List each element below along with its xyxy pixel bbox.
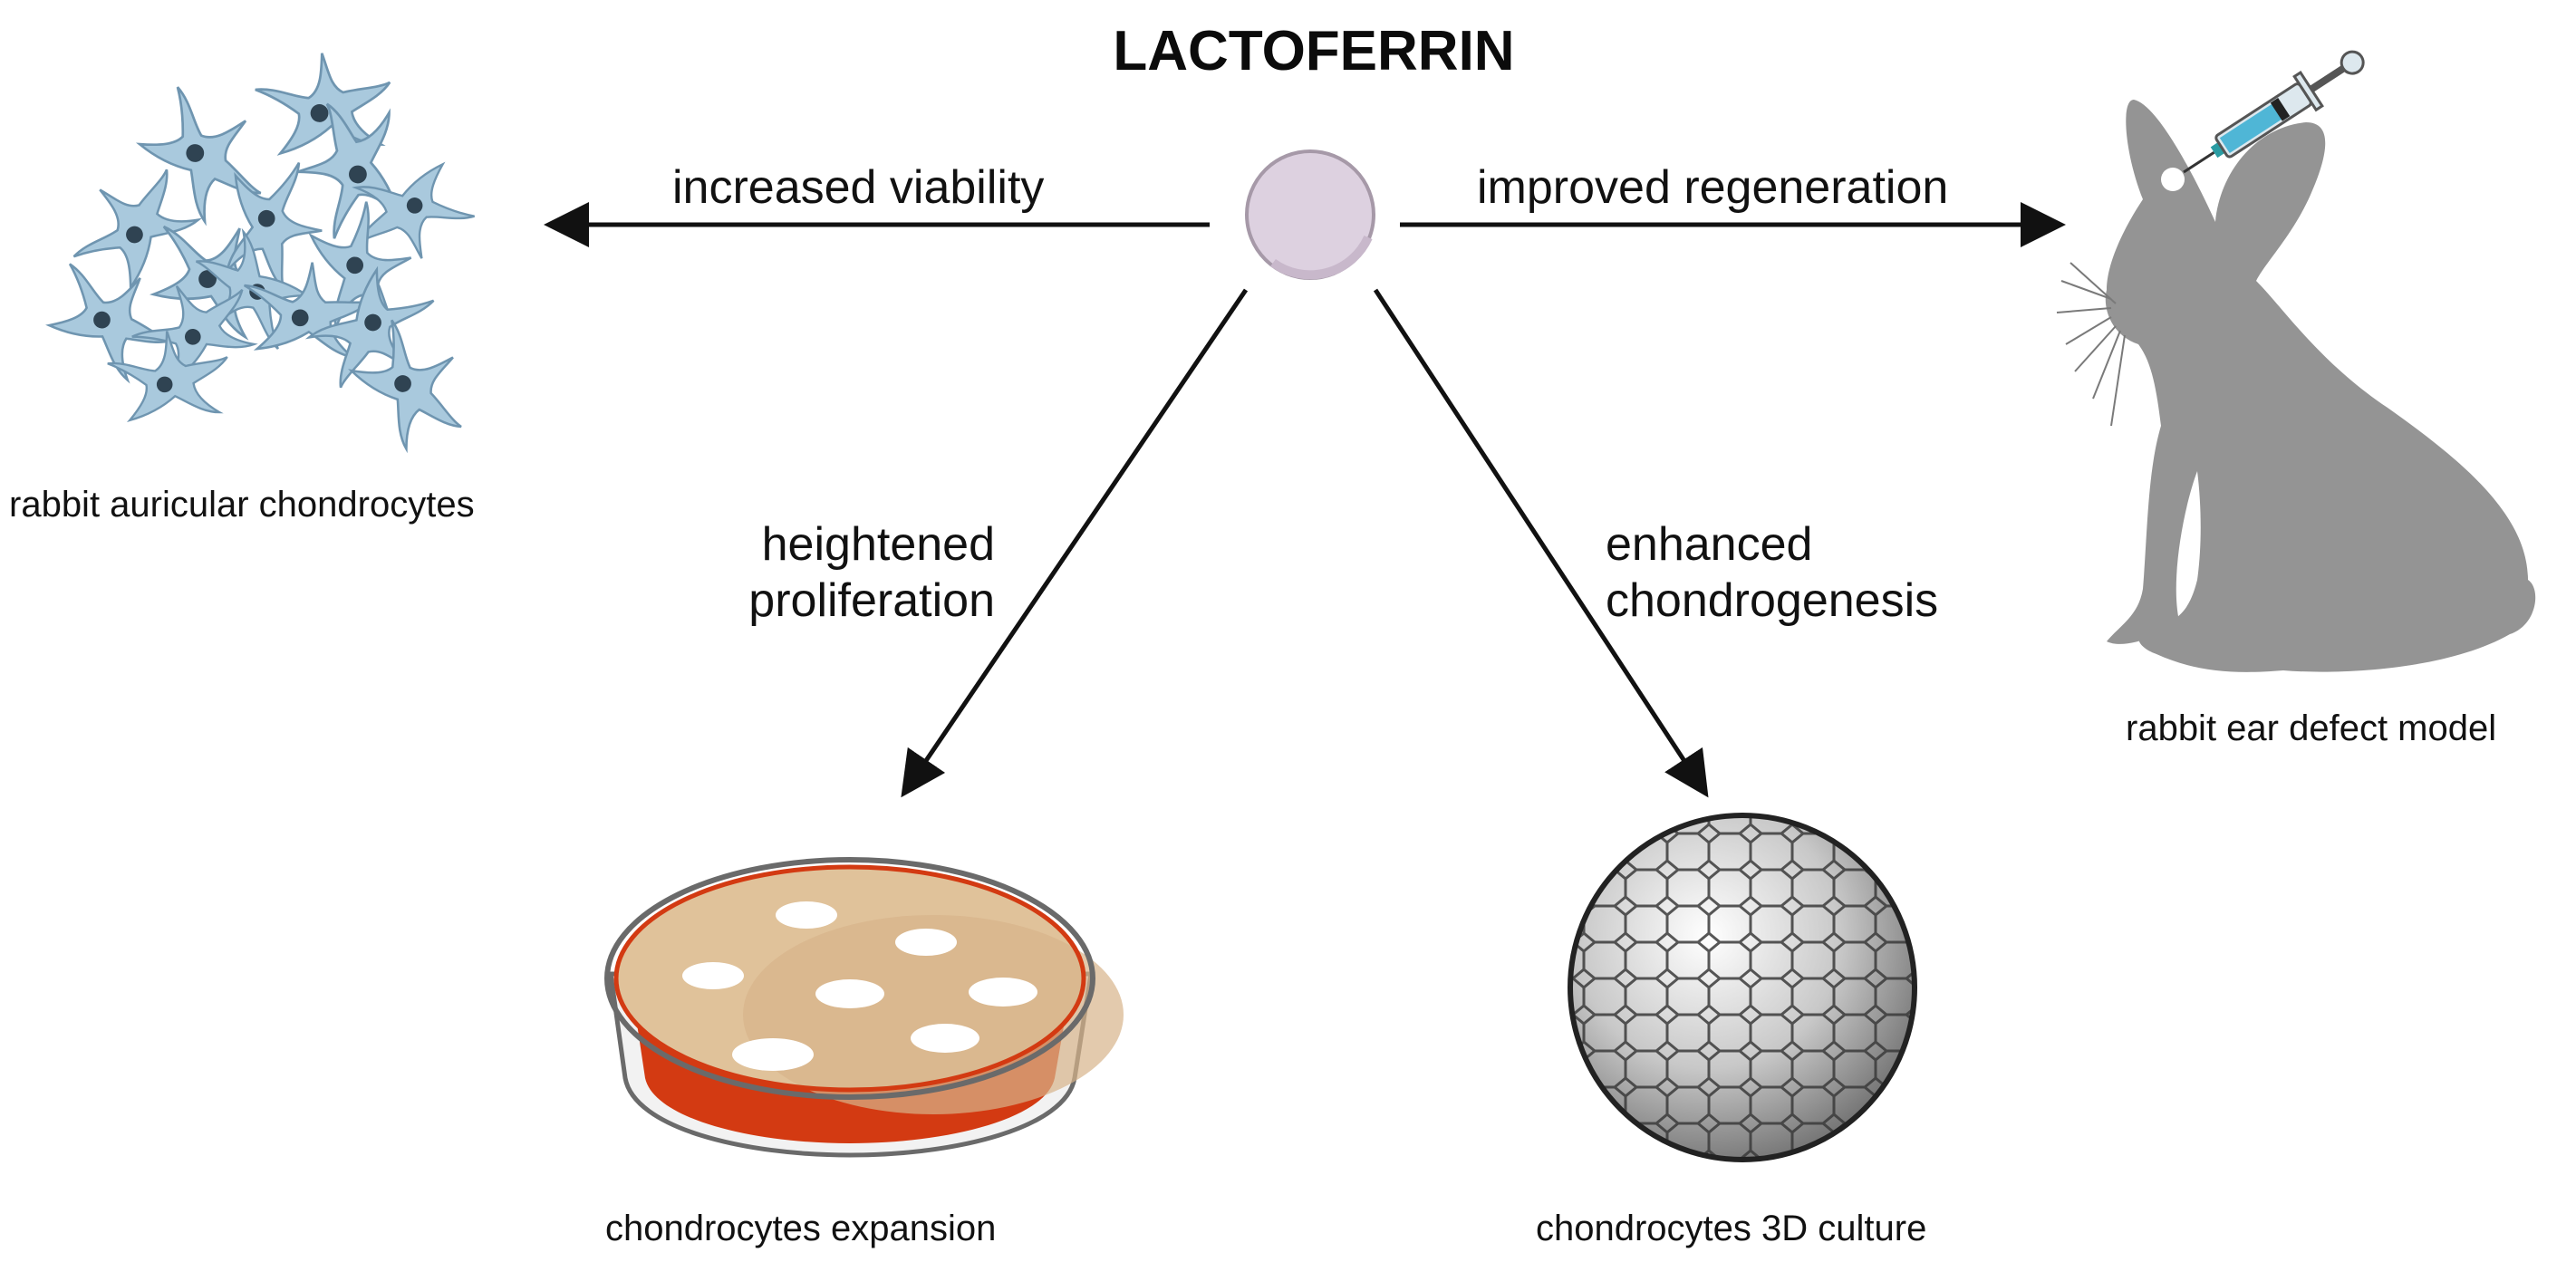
caption-rabbit-ear-defect-model: rabbit ear defect model bbox=[2126, 708, 2497, 748]
caption-chondrocytes-expansion: chondrocytes expansion bbox=[605, 1209, 997, 1248]
arrow-heightened-proliferation bbox=[901, 288, 1249, 798]
label-improved-regeneration: improved regeneration bbox=[1477, 161, 1949, 214]
chondrocyte-cells-icon bbox=[38, 34, 494, 468]
label-enhanced-chondrogenesis-line2: chondrogenesis bbox=[1606, 574, 1939, 628]
syringe-icon bbox=[2183, 50, 2365, 174]
cartilage-spheroid-icon bbox=[1568, 813, 1917, 1162]
caption-chondrocytes-3d-culture: chondrocytes 3D culture bbox=[1536, 1209, 1927, 1248]
label-heightened-proliferation-line2: proliferation bbox=[748, 574, 995, 628]
arrow-enhanced-chondrogenesis bbox=[1373, 288, 1709, 798]
label-enhanced-chondrogenesis-line1: enhanced bbox=[1606, 518, 1813, 571]
label-heightened-proliferation-line1: heightened bbox=[761, 518, 995, 571]
label-heightened-proliferation: heightened proliferation bbox=[707, 516, 995, 630]
petri-dish-icon bbox=[604, 857, 1124, 1158]
page-title: LACTOFERRIN bbox=[1113, 20, 1515, 82]
lactoferrin-molecule-icon bbox=[1245, 149, 1375, 280]
caption-rabbit-auricular-chondrocytes: rabbit auricular chondrocytes bbox=[9, 485, 475, 525]
label-enhanced-chondrogenesis: enhanced chondrogenesis bbox=[1606, 516, 1938, 630]
label-increased-viability: increased viability bbox=[672, 161, 1045, 214]
rabbit-silhouette-icon bbox=[2056, 100, 2536, 672]
